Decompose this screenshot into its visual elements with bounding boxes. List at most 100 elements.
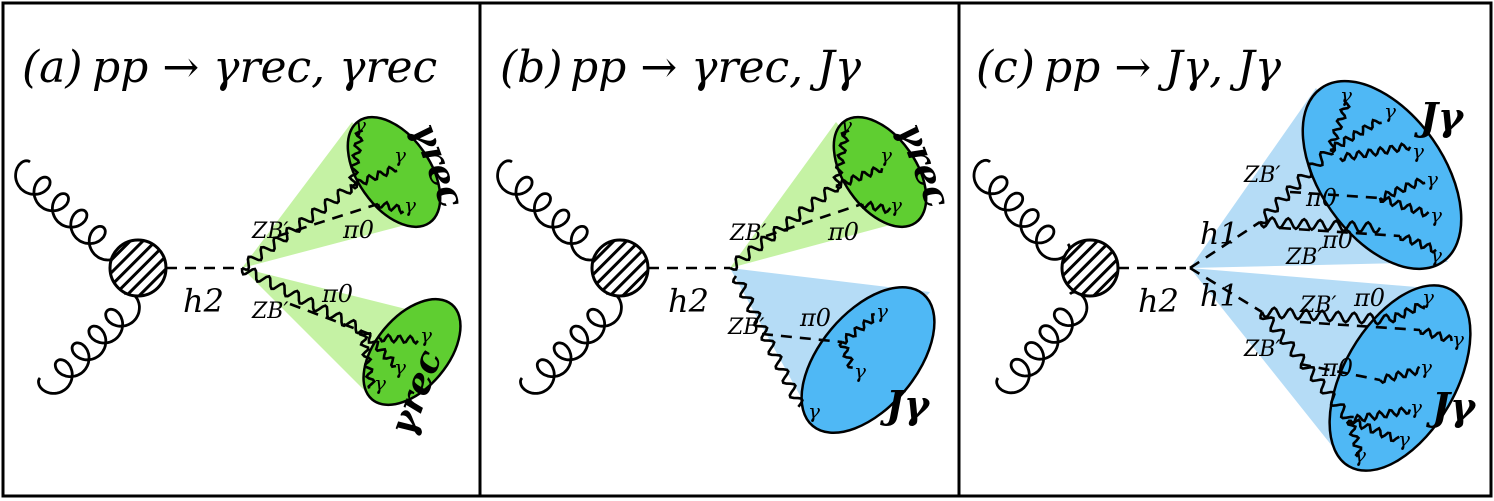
panel-c-photon-b1 <box>1389 302 1426 324</box>
panel-c-bottom-ellipse <box>1328 284 1472 472</box>
panel-b-bottom-jet-label: Jγ <box>880 382 931 427</box>
panel-a-z-top <box>241 183 353 271</box>
panel-a-gamma-2: γ <box>394 143 406 167</box>
panel-b-label: (b) <box>500 42 563 93</box>
panel-c-photon-t3 <box>1339 142 1412 163</box>
panel-c-gamma-1: γ <box>1340 83 1352 107</box>
panel-a-z1-label: ZB′ <box>251 219 288 244</box>
panel-c-title: (c) pp → Jγ, Jγ <box>976 42 1282 93</box>
panel-b-process: pp → γrec, Jγ <box>570 42 862 93</box>
panel-b-gamma-3: γ <box>890 193 902 217</box>
panel-c-label: (c) <box>976 42 1035 93</box>
panel-b-photon-t2 <box>835 165 884 190</box>
panel-a-h2-label: h2 <box>183 282 224 320</box>
panel-c-z2 <box>1258 215 1382 235</box>
panel-b-pi2-label: π0 <box>799 304 831 332</box>
panel-a-gamma-5: γ <box>394 355 406 379</box>
panel-a-z-bottom <box>240 267 362 335</box>
panel-c-z1 <box>1259 151 1335 225</box>
panel-c-frame <box>957 1 1493 498</box>
panel-c-h1-bottom-line <box>1189 266 1263 314</box>
panel-c: (c) pp → Jγ, Jγ h2 h1 h1 ZB′ ZB′ π0 π0 γ… <box>972 42 1477 472</box>
panel-b-pi-bottom-line <box>761 332 843 344</box>
panel-c-h1-top-label: h1 <box>1200 217 1238 252</box>
panel-b-z1-label: ZB′ <box>729 221 766 246</box>
panel-c-photon-t1 <box>1327 98 1351 152</box>
panel-c-h1-top-line <box>1189 220 1261 270</box>
panel-b-top-cone <box>730 122 916 268</box>
panel-b-gluon-bottom <box>519 291 623 395</box>
panel-c-pi-bot2 <box>1299 362 1381 382</box>
panel-b-gluon-top <box>496 159 608 262</box>
panel-c-top-jet-label: Jγ <box>1414 94 1465 139</box>
panel-a-photon-b3 <box>357 329 377 389</box>
panel-c-gamma-9: γ <box>1420 355 1432 379</box>
panel-a-photon-t2 <box>351 165 398 190</box>
panel-c-gluon-bottom <box>995 290 1089 395</box>
panel-a-gamma-6: γ <box>374 371 386 395</box>
panel-b: (b) pp → γrec, Jγ h2 ZB′ π0 γ γ γ ZB′ π0… <box>496 42 959 434</box>
panel-b-photon-b1 <box>841 312 875 345</box>
panel-c-gamma-8: γ <box>1452 327 1464 351</box>
panel-c-photon-t5 <box>1378 195 1430 218</box>
panel-c-pi-top1 <box>1289 190 1381 200</box>
panel-c-photon-b2 <box>1418 327 1453 343</box>
panel-a-photon-t1 <box>347 129 364 188</box>
panel-c-z4-label: ZB′ <box>1243 337 1280 362</box>
panel-a-label: (a) <box>22 42 83 93</box>
panel-a-gamma-3: γ <box>404 193 416 217</box>
panel-c-gamma-7: γ <box>1422 285 1434 309</box>
panel-b-bottom-ellipse <box>800 286 936 434</box>
panel-c-photon-t6 <box>1398 233 1437 254</box>
panel-a-photon-b2 <box>359 329 397 369</box>
panel-a-title: (a) pp → γrec, γrec <box>22 42 437 93</box>
panel-b-photon-t3 <box>860 200 892 215</box>
panel-b-h2-label: h2 <box>668 282 709 320</box>
panel-a-photon-b1 <box>378 333 419 346</box>
panel-b-blob <box>590 238 650 298</box>
panel-c-z3 <box>1260 306 1392 326</box>
panel-b-gamma-2: γ <box>880 143 892 167</box>
panel-a-gluon-top <box>14 159 126 262</box>
panel-c-gluon-top <box>972 158 1071 261</box>
panel-a-pi2-label: π0 <box>321 280 353 308</box>
panel-b-gamma-1: γ <box>840 113 852 137</box>
panel-c-bottom-jet-label: Jγ <box>1426 384 1477 429</box>
panel-c-z3-label: ZB′ <box>1299 293 1336 318</box>
panel-c-pi4-label: π0 <box>1321 354 1353 382</box>
panel-c-gamma-5: γ <box>1430 203 1442 227</box>
panel-a-photon-t3 <box>376 200 405 215</box>
panel-a-gamma-1: γ <box>354 113 366 137</box>
panel-c-gamma-10: γ <box>1410 395 1422 419</box>
panel-c-pi-top2 <box>1279 226 1401 238</box>
panel-a-gamma-4: γ <box>420 323 432 347</box>
panel-c-blob <box>1060 238 1120 298</box>
panel-c-z2-label: ZB′ <box>1285 245 1322 270</box>
panel-a: (a) pp → γrec, γrec h2 ZB′ ZB′ π0 π0 γ γ… <box>14 42 473 441</box>
panel-a-process: pp → γrec, γrec <box>92 42 437 93</box>
panel-b-gamma-4: γ <box>876 299 888 323</box>
panel-a-pi-bottom-line <box>289 302 381 340</box>
panel-c-h2-label: h2 <box>1138 282 1179 320</box>
panel-a-pi1-label: π0 <box>342 216 374 244</box>
panel-b-title: (b) pp → γrec, Jγ <box>500 42 862 93</box>
panel-a-bottom-ellipse <box>362 297 462 407</box>
panel-c-photon-b5 <box>1348 418 1400 443</box>
panel-b-photon-b2 <box>838 341 854 369</box>
panel-b-z2-label: ZB′ <box>727 315 764 340</box>
panel-c-pi-bot1 <box>1299 320 1421 332</box>
panel-b-z-bottom-wave <box>731 275 804 408</box>
panel-a-z2-label: ZB′ <box>251 299 288 324</box>
panel-c-pi2-label: π0 <box>1321 226 1353 254</box>
panel-b-gamma-5: γ <box>854 359 866 383</box>
panel-a-gluon-bottom <box>37 291 141 395</box>
panel-c-gamma-12: γ <box>1354 443 1366 467</box>
panel-c-z1-label: ZB′ <box>1243 163 1280 188</box>
panel-c-photon-b6 <box>1345 419 1363 458</box>
panel-c-gamma-6: γ <box>1430 243 1442 267</box>
panel-b-gamma-6: γ <box>808 399 820 423</box>
panel-b-pi-top-line <box>765 202 863 238</box>
panel-c-photon-t4 <box>1379 177 1426 202</box>
panel-c-pi3-label: π0 <box>1353 284 1385 312</box>
